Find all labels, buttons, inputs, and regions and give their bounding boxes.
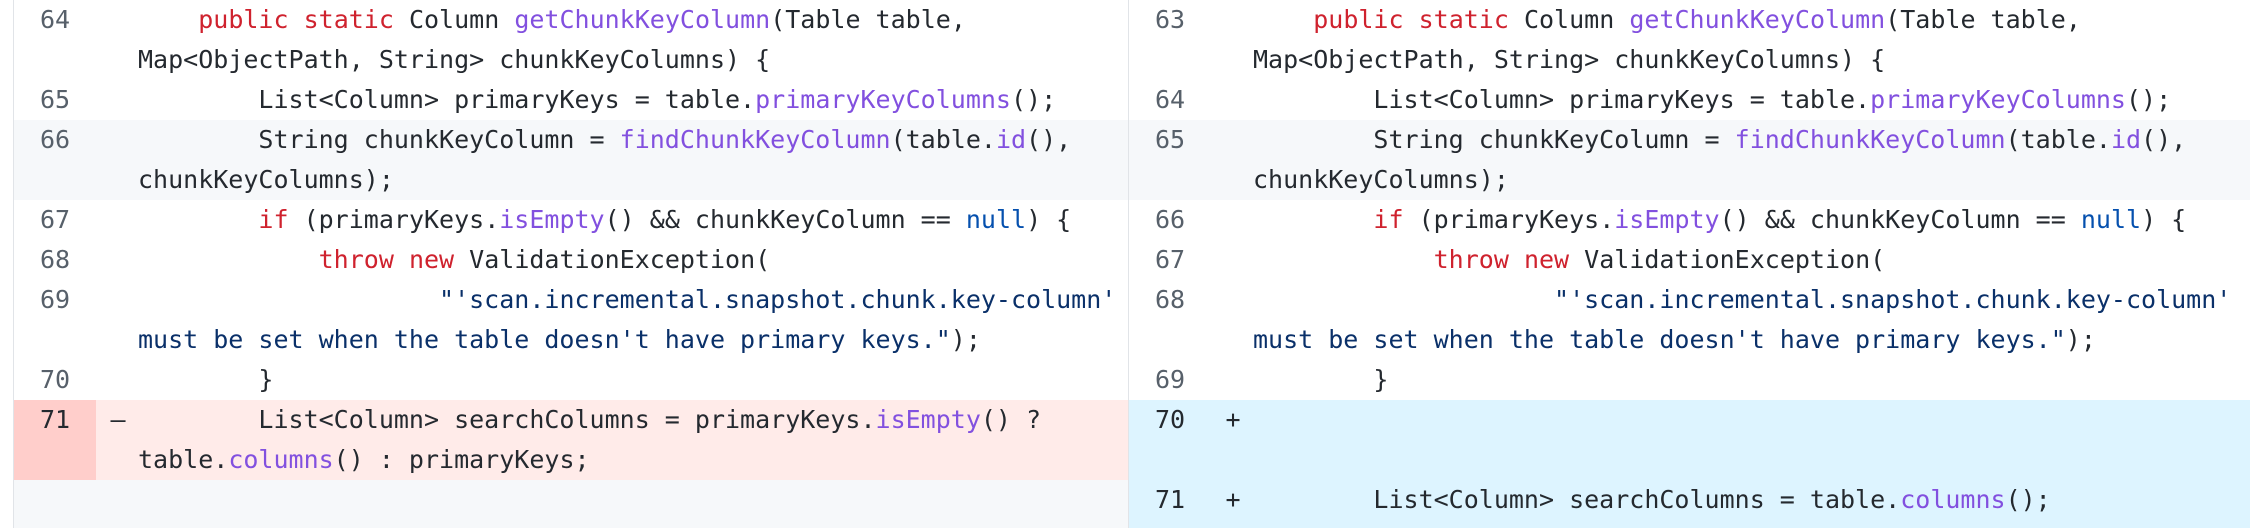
code-text: if (primaryKeys.isEmpty() && chunkKeyCol… [1373,205,2187,234]
code-line: if (primaryKeys.isEmpty() && chunkKeyCol… [1253,200,2238,240]
code-text: String chunkKeyColumn = findChunkKeyColu… [138,125,1072,154]
diff-row-old-71-deleted: 71 – List<Column> searchColumns = primar… [14,400,1128,480]
diff-row-new-64: 64 List<Column> primaryKeys = table.prim… [1129,80,2250,120]
code-line: throw new ValidationException( [138,240,1116,280]
line-number[interactable]: 68 [1154,285,1186,314]
minus-marker: – [110,405,126,434]
code-line: List<Column> primaryKeys = table.primary… [138,80,1116,120]
diff-empty-placeholder [14,480,1128,528]
diff-row-old-69: 69 "'scan.incremental.snapshot.chunk.key… [14,280,1128,360]
line-number[interactable]: 64 [1154,85,1186,114]
code-line: String chunkKeyColumn = findChunkKeyColu… [138,120,1116,200]
diff-row-new-68: 68 "'scan.incremental.snapshot.chunk.key… [1129,280,2250,360]
line-number[interactable]: 67 [39,205,71,234]
diff-left-edge [0,0,14,528]
code-text: throw new ValidationException( [318,245,771,274]
diff-row-new-63: 63 public static Column getChunkKeyColum… [1129,0,2250,80]
diff-row-old-66: 66 String chunkKeyColumn = findChunkKeyC… [14,120,1128,200]
line-number[interactable]: 66 [39,125,71,154]
code-wrap: chunkKeyColumns); [138,165,394,194]
line-number[interactable]: 63 [1154,5,1186,34]
code-line: } [138,360,1116,400]
code-line: "'scan.incremental.snapshot.chunk.key-co… [138,280,1116,360]
code-wrap: Map<ObjectPath, String> chunkKeyColumns)… [1253,45,1886,74]
diff-row-old-64: 64 public static Column getChunkKeyColum… [14,0,1128,80]
code-text: } [138,365,274,394]
line-number[interactable]: 71 [14,400,96,480]
diff-row-old-67: 67 if (primaryKeys.isEmpty() && chunkKey… [14,200,1128,240]
line-number[interactable]: 67 [1154,245,1186,274]
code-text: List<Column> searchColumns = table.colum… [1253,485,2051,514]
diff-row-new-71-added: 71 + List<Column> searchColumns = table.… [1129,480,2250,528]
code-line: public static Column getChunkKeyColumn(T… [1253,0,2238,80]
new-file-pane: 63 public static Column getChunkKeyColum… [1128,0,2250,528]
code-line: List<Column> searchColumns = primaryKeys… [138,400,1116,480]
code-line: throw new ValidationException( [1253,240,2238,280]
code-line: } [1253,360,2238,400]
code-text: String chunkKeyColumn = findChunkKeyColu… [1253,125,2187,154]
diff-row-new-70-added: 70 + [1129,400,2250,480]
code-text: List<Column> primaryKeys = table.primary… [1253,85,2172,114]
diff-row-old-68: 68 throw new ValidationException( [14,240,1128,280]
code-text: List<Column> primaryKeys = table.primary… [138,85,1057,114]
code-text: "'scan.incremental.snapshot.chunk.key-co… [1554,285,2232,314]
code-wrap: Map<ObjectPath, String> chunkKeyColumns)… [138,45,771,74]
line-number[interactable]: 69 [1154,365,1186,394]
code-line: List<Column> searchColumns = table.colum… [1253,480,2238,520]
line-number[interactable]: 70 [1154,405,1186,434]
plus-marker: + [1225,485,1241,514]
code-text: public static Column getChunkKeyColumn(T… [198,5,966,34]
code-text: throw new ValidationException( [1433,245,1886,274]
code-line: String chunkKeyColumn = findChunkKeyColu… [1253,120,2238,200]
code-wrap: table.columns() : primaryKeys; [138,445,590,474]
line-number[interactable]: 65 [39,85,71,114]
code-line: "'scan.incremental.snapshot.chunk.key-co… [1253,280,2238,360]
diff-row-old-70: 70 } [14,360,1128,400]
diff-row-old-65: 65 List<Column> primaryKeys = table.prim… [14,80,1128,120]
code-wrap: must be set when the table doesn't have … [138,325,981,354]
code-line: if (primaryKeys.isEmpty() && chunkKeyCol… [138,200,1116,240]
line-number[interactable]: 64 [39,5,71,34]
line-number[interactable]: 70 [39,365,71,394]
diff-row-new-67: 67 throw new ValidationException( [1129,240,2250,280]
code-text: "'scan.incremental.snapshot.chunk.key-co… [439,285,1117,314]
plus-marker: + [1225,405,1241,434]
code-wrap: chunkKeyColumns); [1253,165,1509,194]
code-line: List<Column> primaryKeys = table.primary… [1253,80,2238,120]
code-text: if (primaryKeys.isEmpty() && chunkKeyCol… [258,205,1072,234]
line-number[interactable]: 68 [39,245,71,274]
code-wrap: must be set when the table doesn't have … [1253,325,2096,354]
line-number[interactable]: 65 [1154,125,1186,154]
code-text: } [1253,365,1389,394]
diff-row-new-65: 65 String chunkKeyColumn = findChunkKeyC… [1129,120,2250,200]
old-file-pane: 64 public static Column getChunkKeyColum… [14,0,1128,528]
line-number[interactable]: 69 [39,285,71,314]
code-line: public static Column getChunkKeyColumn(T… [138,0,1116,80]
line-number[interactable]: 71 [1154,485,1186,514]
code-text: public static Column getChunkKeyColumn(T… [1313,5,2081,34]
diff-row-new-66: 66 if (primaryKeys.isEmpty() && chunkKey… [1129,200,2250,240]
line-number[interactable]: 66 [1154,205,1186,234]
code-text: List<Column> searchColumns = primaryKeys… [138,405,1042,434]
diff-row-new-69: 69 } [1129,360,2250,400]
